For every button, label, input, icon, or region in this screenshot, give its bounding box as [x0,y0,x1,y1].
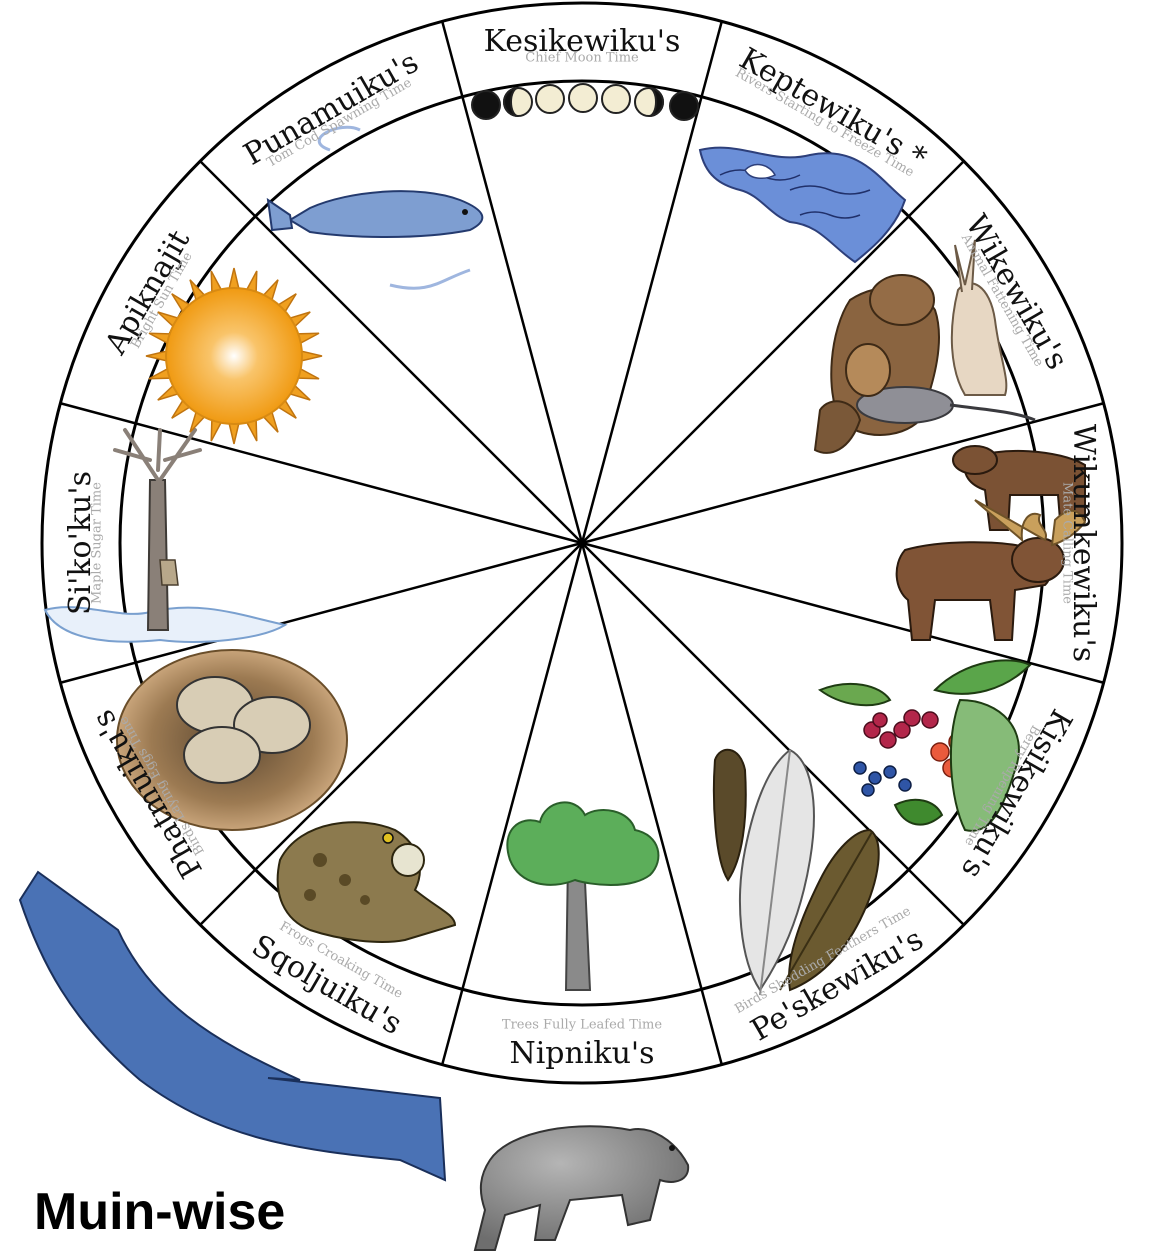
bear-icon [475,1126,688,1250]
month-name: Nipniku's [509,1036,654,1071]
month-subtitle: Mate Calling Time [1060,482,1075,604]
month-subtitle: Chief Moon Time [525,51,639,66]
month-subtitle: Trees Fully Leafed Time [502,1018,662,1033]
month-subtitle: Maple Sugar Time [90,482,105,604]
caption-muin-wise: Muin-wise [34,1182,285,1242]
